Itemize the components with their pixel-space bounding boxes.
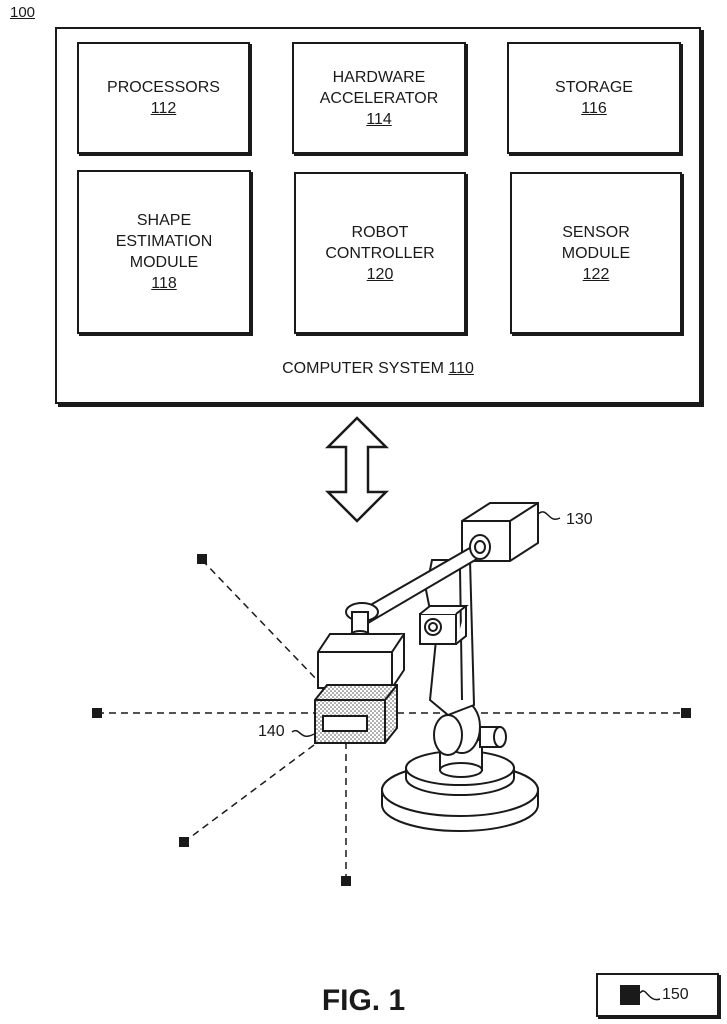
object-leader-line: [292, 731, 314, 737]
figure-label: FIG. 1: [0, 984, 727, 1018]
robot-ref: 130: [566, 511, 593, 529]
grasped-object: [315, 685, 397, 743]
robot-arm: [318, 503, 538, 831]
robot-leader-line: [538, 512, 560, 519]
bidirectional-arrow: [328, 418, 386, 521]
object-ref: 140: [258, 723, 285, 741]
